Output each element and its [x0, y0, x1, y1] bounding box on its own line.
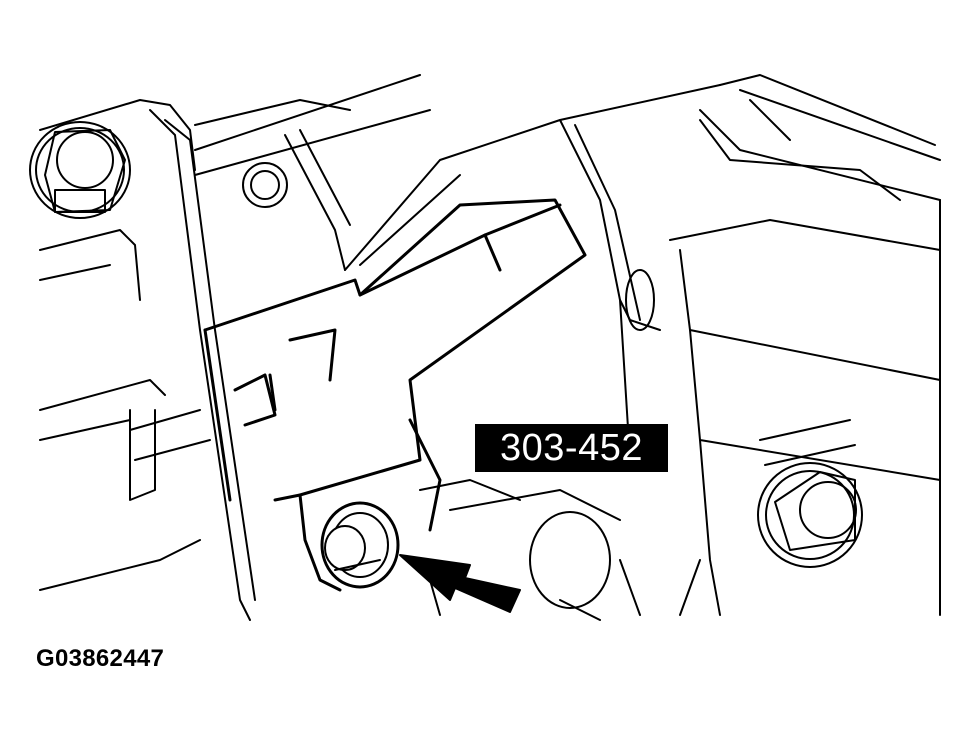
bolt-right	[757, 419, 863, 568]
housing-left	[39, 99, 256, 621]
bolt-top-left	[29, 121, 131, 219]
tool-number-callout: 303-452	[475, 424, 668, 472]
housing-right	[619, 74, 941, 616]
housing-top	[194, 74, 721, 461]
lower-lines	[429, 559, 701, 616]
figure-id-caption: G03862447	[36, 645, 165, 672]
special-tool-303-452	[203, 198, 587, 592]
arrow-icon	[399, 554, 521, 613]
pin-fastener	[320, 479, 621, 621]
